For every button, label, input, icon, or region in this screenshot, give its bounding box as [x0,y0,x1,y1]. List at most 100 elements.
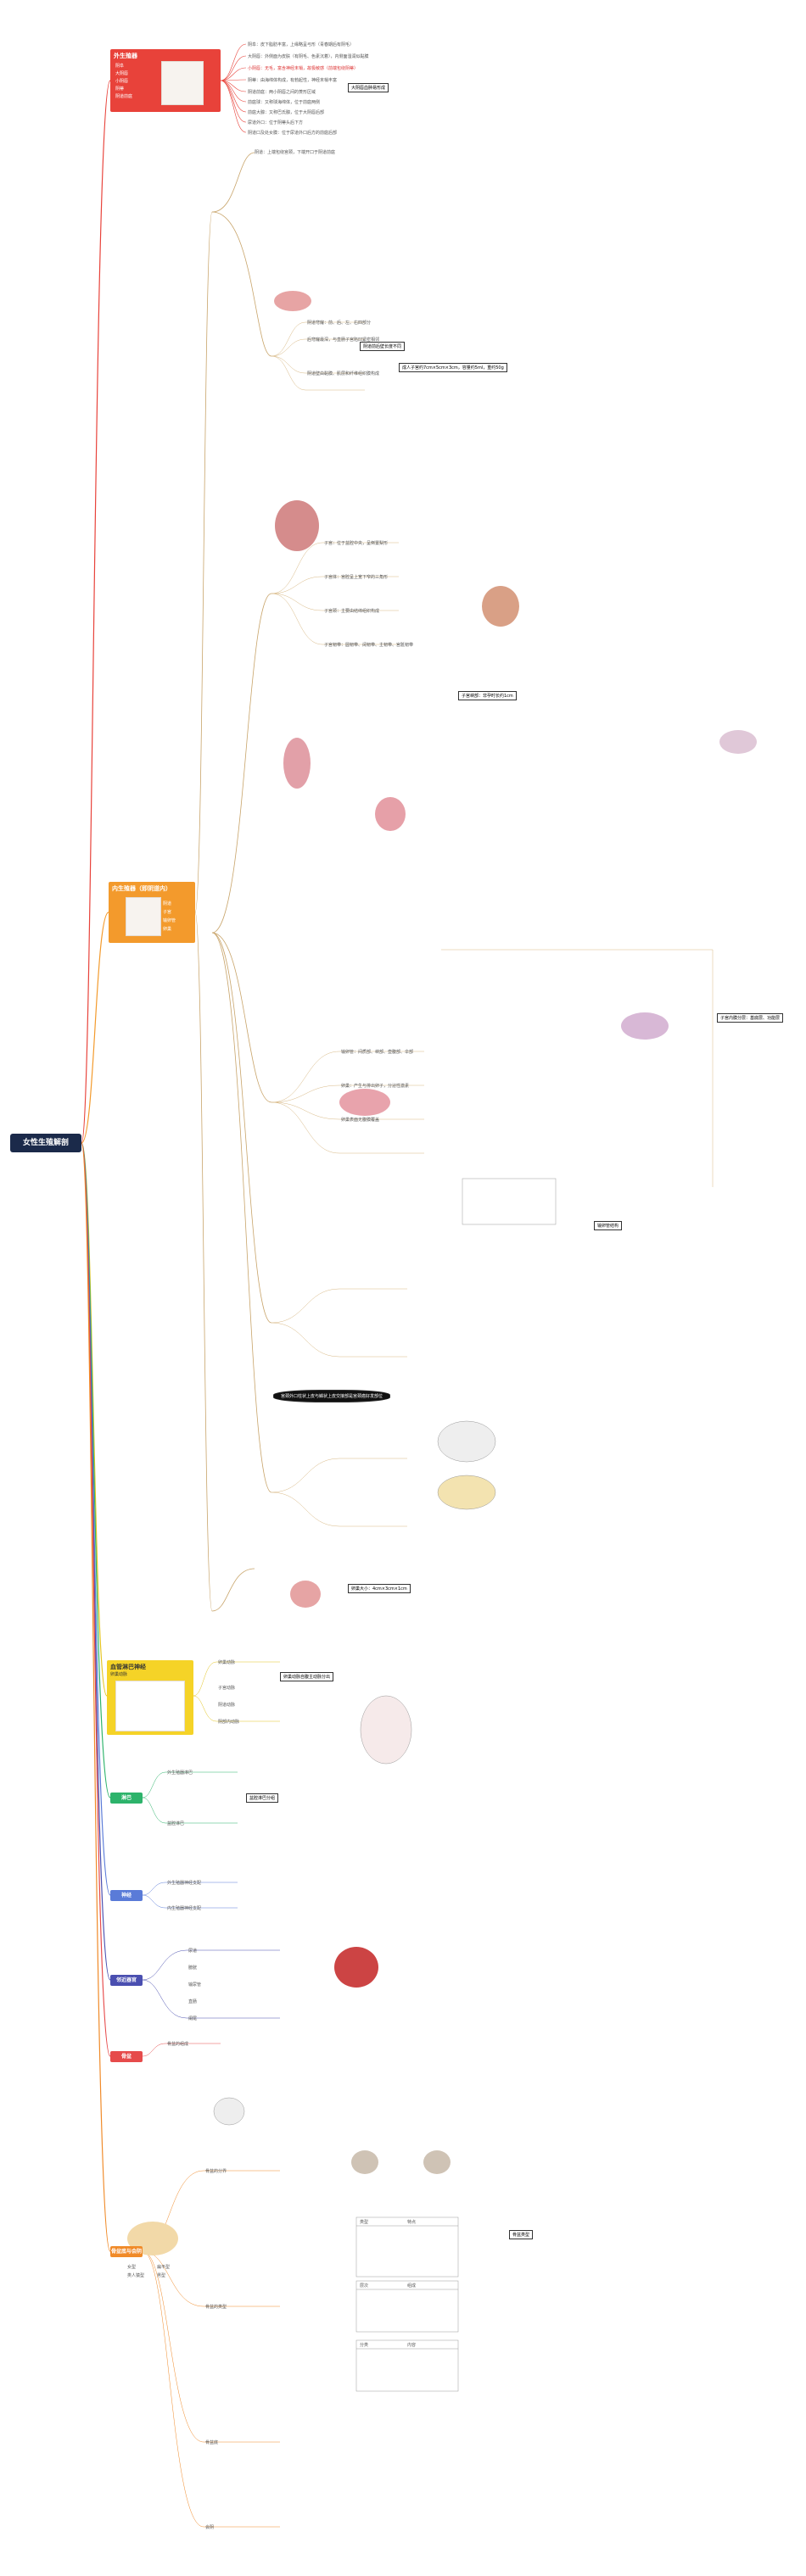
wai-panel-title: 外生殖器 [114,53,137,59]
cervix-illustration [375,797,406,831]
cervix-bubble: 宫颈外口柱状上皮与鳞状上皮交接部是宫颈癌好发部位 [273,1390,391,1402]
nei-callout: 卵巢大小：4cm×3cm×1cm [348,1584,411,1593]
lin-tag[interactable]: 淋巴 [110,1793,143,1804]
gp-leaf: 会阴 [205,2525,215,2530]
uterus-front-illustration [339,1089,390,1116]
wai-item: 阴道前庭 [115,94,133,99]
nei-leaf: 子宫：位于盆腔中央，呈倒置梨形 [324,541,389,546]
nei-leaf: 子宫韧带：圆韧带、阔韧带、主韧带、宫骶韧带 [324,643,414,648]
wai-item: 阴阜 [115,64,125,69]
pelvis-organs-illustration [334,1947,378,1988]
xue-panel-sub: 卵巢动脉 [110,1672,128,1677]
wai-panel[interactable]: 外生殖器 阴阜 大阴唇 小阴唇 阴蒂 阴道前庭 [110,49,221,112]
xue-panel-title: 血管淋巴神经 [110,1664,146,1670]
lin2-leaf: 膀胱 [188,1965,198,1971]
gu-tag[interactable]: 骨盆 [110,2051,143,2062]
xue-leaf: 子宫动脉 [218,1686,236,1691]
pelvic-outlet-illustration [423,2150,451,2174]
wai-leaf: 前庭球：又称球海绵体，位于前庭两侧 [248,100,321,105]
nei-item: 子宫 [163,910,172,915]
pelvis-type-label: 类人猿型 [127,2273,145,2278]
nei-callout: 输卵管结构 [594,1221,623,1230]
nei-panel[interactable]: 内生殖器（即阴道内） 阴道 子宫 输卵管 卵巢 [109,882,195,943]
xue-leaf: 阴道动脉 [218,1703,236,1708]
nei-leaf: 阴道穹窿：前、后、左、右四部分 [307,321,372,326]
wai-item: 大阴唇 [115,71,129,76]
wai-leaf: 小阴唇：无毛，富含神经末梢，故极敏感（前端包绕阴蒂） [248,66,359,71]
lower-leaf-lines [142,1661,280,2528]
lin2-leaf: 输尿管 [188,1982,202,1988]
wai-leaf: 大阴唇：外侧面为皮肤（有阴毛、色素沉着），内侧面湿润似黏膜 [248,54,369,59]
table-3-head: 内容 [407,2343,417,2348]
shen-leaf: 内生殖器神经支配 [167,1906,202,1911]
nei-callout: 阴道前后壁长度不同 [360,342,406,351]
lin-leaf: 外生殖器淋巴 [167,1770,193,1776]
root-node[interactable]: 女性生殖解剖 [10,1134,81,1152]
table-uterus [462,1178,557,1225]
table-3 [355,2339,459,2392]
nei-callout: 子宫峡部：非孕时长约1cm [458,691,517,700]
lin-leaf: 盆腔淋巴 [167,1821,185,1826]
gu-leaf: 骨盆的组成 [167,2042,189,2047]
gp-callout: 骨盆类型 [509,2230,534,2239]
nei-panel-title: 内生殖器（即阴道内） [112,885,171,892]
xue-leaf: 阴部内动脉 [218,1720,240,1725]
wai-leaf: 前庭大腺：又称巴氏腺，位于大阴唇后部 [248,110,325,115]
leaf-lines [271,321,714,1527]
pelvic-section-illustration [275,500,319,551]
nei-item: 卵巢 [163,927,172,932]
gp-tag[interactable]: 骨盆底与会阴 [110,2246,143,2257]
table-1-head: 类型 [360,2220,369,2225]
lin2-leaf: 直肠 [188,1999,198,2004]
gp-leaf: 骨盆的分界 [205,2169,227,2174]
table-2-head: 组成 [407,2283,417,2289]
pelvis-type-label: 扁平型 [157,2265,171,2270]
nei-leaf: 输卵管：间质部、峡部、壶腹部、伞部 [341,1050,414,1055]
wai-leaf: 阴阜：皮下脂肪丰富，上缘略呈弓形（青春期后有阴毛） [248,42,355,47]
wai-callout: 大阴唇血肿易形成 [348,83,389,92]
nei-leaf: 子宫颈：主要由结缔组织构成 [324,609,380,614]
lin-callout: 盆腔淋巴分组 [246,1793,279,1803]
wai-leaf: 尿道外口：位于阴蒂头后下方 [248,120,304,125]
wai-leaf: 阴道前庭：两小阴唇之间的菱形区域 [248,90,316,95]
wai-item: 阴蒂 [115,86,125,92]
main-spines [81,80,111,2252]
wai-leaf: 阴道口及处女膜：位于尿道外口后方的前庭后部 [248,131,338,136]
vagina-illustration [283,738,311,789]
endometrium-illustration [621,1012,669,1040]
lin2-tag[interactable]: 邻近器官 [110,1975,143,1986]
xue-panel-image [115,1681,185,1731]
pelvis-bones-illustration [213,2097,245,2126]
wai-item: 小阴唇 [115,79,129,84]
pelvic-inlet-illustration [351,2150,378,2174]
gp-leaf: 骨盆的类型 [205,2305,227,2310]
nei-leaf: 阴道：上端包绕宫颈，下端开口于阴道前庭 [255,150,336,155]
nei-leaf: 卵巢表面无腹膜覆盖 [341,1118,380,1123]
table-2 [355,2280,459,2333]
wai-leaf: 阴蒂：由海绵体构成，有勃起性，神经末梢丰富 [248,78,338,83]
nei-callout: 子宫内膜分层：基底层、功能层 [717,1013,784,1023]
tables [355,1178,557,2392]
artery-chart-illustration [360,1695,412,1765]
nei-item: 阴道 [163,901,172,906]
gp-leaf: 骨盆底 [205,2440,219,2445]
tube-section-illustration [719,730,757,754]
uterus-tube-illustration [274,291,311,311]
nei-panel-image [126,897,161,936]
shen-tag[interactable]: 神经 [110,1890,143,1901]
shen-leaf: 外生殖器神经支配 [167,1881,202,1886]
pelvis-type-label: 女型 [127,2265,137,2270]
nei-leaf: 卵巢：产生与排出卵子，分泌性激素 [341,1084,410,1089]
nei-leaf: 子宫体：宫腔呈上宽下窄的三角形 [324,575,389,580]
ovary-illustration [290,1581,321,1608]
nei-item: 输卵管 [163,918,176,923]
pregnant-uterus-illustration [482,586,519,627]
pelvic-floor-illustration [437,1475,496,1510]
ligament-illustration [437,1420,496,1463]
wai-branch-lines [220,43,247,133]
anatomy-illustrations [127,64,757,2255]
xue-callout: 卵巢动脉自腹主动脉分出 [280,1672,334,1681]
xue-panel[interactable]: 血管淋巴神经 卵巢动脉 [107,1660,193,1735]
nei-leaf: 阴道壁由黏膜、肌层和纤维组织膜构成 [307,371,380,376]
